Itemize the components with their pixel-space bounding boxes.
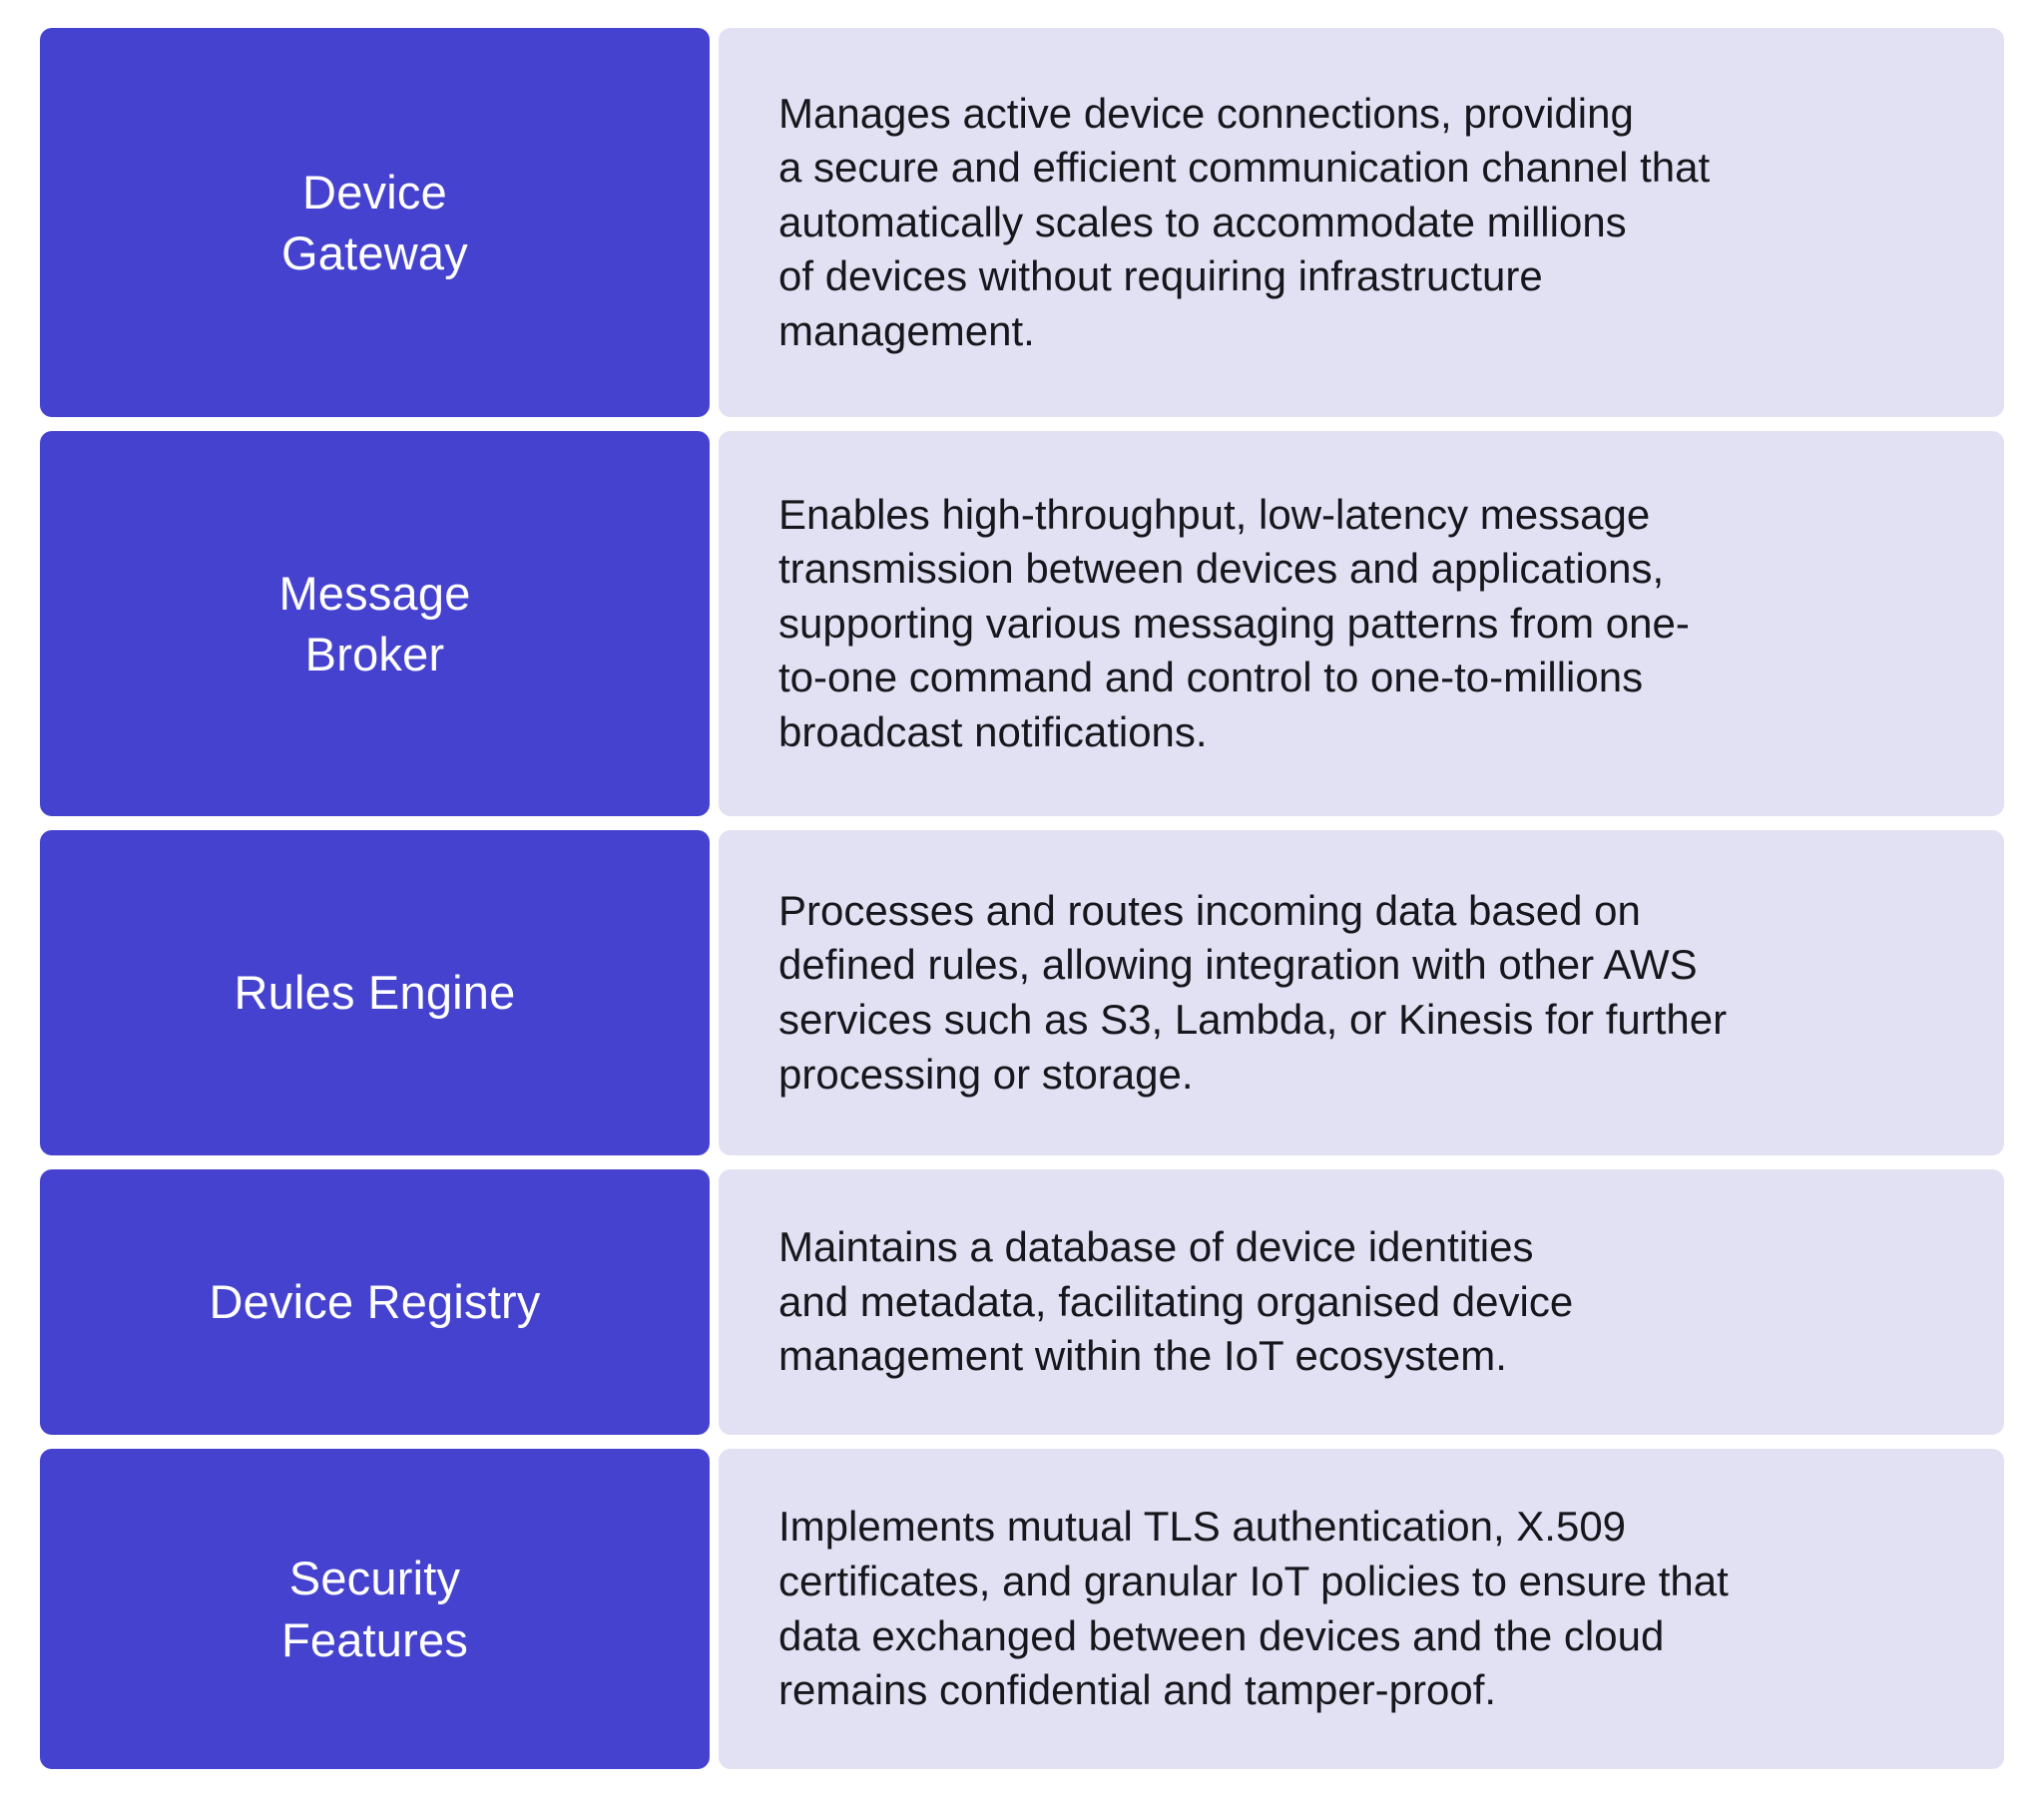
row-label-text: Rules Engine [234, 966, 516, 1020]
table-row: Device Gateway Manages active device con… [40, 28, 2004, 417]
row-description-text: Maintains a database of device identitie… [778, 1223, 1574, 1380]
table-row: Message Broker Enables high-throughput, … [40, 431, 2004, 816]
table-row: Rules Engine Processes and routes incomi… [40, 830, 2004, 1155]
row-label-cell: Device Registry [40, 1169, 710, 1435]
row-description-cell: Manages active device connections, provi… [719, 28, 2004, 417]
row-description-cell: Processes and routes incoming data based… [719, 830, 2004, 1155]
row-label-cell: Message Broker [40, 431, 710, 816]
row-description-text: Implements mutual TLS authentication, X.… [778, 1503, 1729, 1714]
row-description-text: Processes and routes incoming data based… [778, 886, 1728, 1098]
row-label-text: Message Broker [278, 566, 471, 680]
row-label-cell: Security Features [40, 1449, 710, 1769]
row-description-cell: Maintains a database of device identitie… [719, 1169, 2004, 1435]
row-label-text: Device Gateway [281, 165, 468, 279]
row-label-cell: Device Gateway [40, 28, 710, 417]
row-label-cell: Rules Engine [40, 830, 710, 1155]
table-row: Device Registry Maintains a database of … [40, 1169, 2004, 1435]
row-description-text: Enables high-throughput, low-latency mes… [778, 490, 1690, 755]
row-description-cell: Implements mutual TLS authentication, X.… [719, 1449, 2004, 1769]
row-description-text: Manages active device connections, provi… [778, 89, 1711, 354]
table-row: Security Features Implements mutual TLS … [40, 1449, 2004, 1769]
row-description-cell: Enables high-throughput, low-latency mes… [719, 431, 2004, 816]
row-label-text: Device Registry [209, 1275, 541, 1329]
row-label-text: Security Features [280, 1552, 469, 1666]
